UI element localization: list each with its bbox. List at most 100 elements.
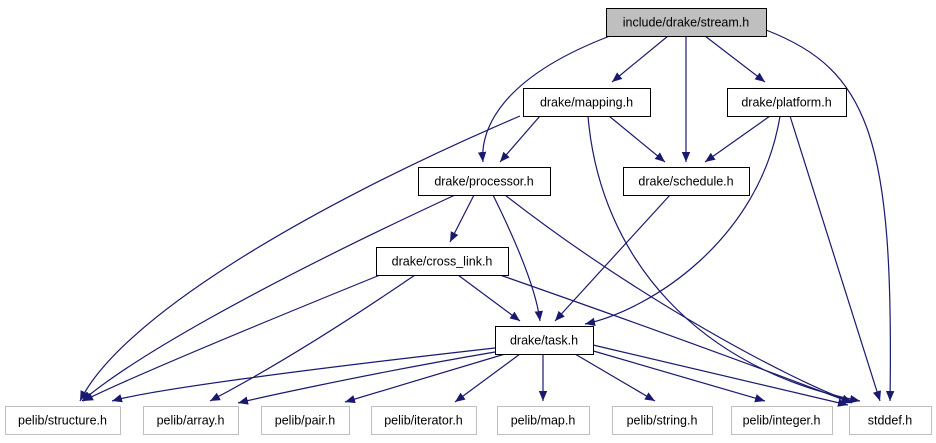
edge-line xyxy=(504,194,853,403)
edge-line xyxy=(499,274,853,404)
edge-line xyxy=(574,353,656,402)
node-label: include/drake/stream.h xyxy=(623,16,750,30)
node-label: pelib/iterator.h xyxy=(384,414,463,428)
node-label: drake/platform.h xyxy=(741,96,831,110)
edge-platform-to-schedule xyxy=(704,115,771,163)
edge-line xyxy=(589,349,766,403)
edge-line xyxy=(457,274,521,322)
node-array: pelib/array.h xyxy=(143,406,239,435)
edge-line xyxy=(499,115,541,163)
edge-stream-to-mapping xyxy=(611,35,669,83)
edge-task-to-pair xyxy=(344,353,506,404)
node-box xyxy=(606,8,767,37)
edge-line xyxy=(209,274,416,402)
node-label: stddef.h xyxy=(868,414,913,428)
nodes-layer: include/drake/stream.h drake/mapping.h dra… xyxy=(5,8,932,435)
edge-task-to-iterator xyxy=(454,353,521,403)
node-structure: pelib/structure.h xyxy=(5,406,121,435)
edge-platform-to-stddef xyxy=(789,115,881,402)
node-pair: pelib/pair.h xyxy=(261,406,350,435)
node-label: pelib/map.h xyxy=(511,414,576,428)
edge-line xyxy=(81,194,456,402)
edge-line xyxy=(82,274,381,402)
edge-stream-to-stddef xyxy=(765,29,895,402)
edge-task-to-array xyxy=(237,351,496,405)
node-label: pelib/array.h xyxy=(157,414,225,428)
node-box xyxy=(495,326,594,355)
node-label: drake/task.h xyxy=(510,334,578,348)
node-box xyxy=(371,406,477,435)
edge-line xyxy=(789,115,881,402)
edge-processor-to-stddef xyxy=(504,194,853,403)
edge-task-to-structure xyxy=(111,347,496,403)
edges-layer xyxy=(79,29,895,407)
node-box xyxy=(376,247,509,276)
node-schedule[interactable]: drake/schedule.h xyxy=(623,167,750,196)
node-string: pelib/string.h xyxy=(612,406,713,435)
node-label: pelib/structure.h xyxy=(18,414,107,428)
edge-line xyxy=(492,194,543,322)
node-map: pelib/map.h xyxy=(497,406,590,435)
edge-processor-to-cross_link xyxy=(449,194,475,243)
edge-mapping-to-processor xyxy=(499,115,541,163)
edge-cross_link-to-stddef xyxy=(499,274,853,404)
node-iterator: pelib/iterator.h xyxy=(371,406,477,435)
edge-processor-to-structure xyxy=(81,194,456,402)
edge-task-to-string xyxy=(574,353,656,402)
node-label: pelib/pair.h xyxy=(275,414,336,428)
edge-task-to-stddef xyxy=(592,344,849,407)
edge-cross_link-to-structure xyxy=(82,274,381,402)
node-label: drake/mapping.h xyxy=(540,96,633,110)
node-stddef: stddef.h xyxy=(849,406,932,435)
edge-line xyxy=(704,115,771,163)
node-box xyxy=(731,406,833,435)
edge-processor-to-task xyxy=(492,194,543,322)
node-label: pelib/integer.h xyxy=(743,414,821,428)
node-box xyxy=(497,406,590,435)
edge-line xyxy=(111,347,496,403)
edge-line xyxy=(765,29,895,402)
node-box xyxy=(143,406,239,435)
node-label: drake/cross_link.h xyxy=(392,255,493,269)
edge-line xyxy=(704,35,766,83)
edge-stream-to-platform xyxy=(704,35,766,83)
edge-line xyxy=(454,353,521,403)
node-platform[interactable]: drake/platform.h xyxy=(727,88,847,117)
node-mapping[interactable]: drake/mapping.h xyxy=(523,88,651,117)
node-stream: include/drake/stream.h xyxy=(606,8,767,37)
node-box xyxy=(5,406,121,435)
edge-line xyxy=(587,115,861,404)
edge-line xyxy=(344,353,506,404)
edge-line xyxy=(79,115,521,402)
edge-stream-to-processor xyxy=(477,35,611,163)
edge-cross_link-to-array xyxy=(209,274,416,402)
edge-line xyxy=(449,194,475,243)
edge-line xyxy=(608,115,666,163)
edge-mapping-to-structure xyxy=(79,115,521,402)
edge-line xyxy=(237,351,496,405)
edge-cross_link-to-task xyxy=(457,274,521,322)
node-cross-link[interactable]: drake/cross_link.h xyxy=(376,247,509,276)
edge-line xyxy=(592,344,849,407)
edge-task-to-integer xyxy=(589,349,766,403)
node-label: drake/processor.h xyxy=(434,175,533,189)
node-box xyxy=(523,88,651,117)
node-task[interactable]: drake/task.h xyxy=(495,326,594,355)
edge-line xyxy=(477,35,611,163)
node-box xyxy=(849,406,932,435)
edge-platform-to-task xyxy=(584,115,781,326)
node-box xyxy=(612,406,713,435)
node-box xyxy=(727,88,847,117)
node-label: drake/schedule.h xyxy=(638,175,733,189)
node-box xyxy=(261,406,350,435)
node-box xyxy=(418,167,551,196)
node-label: pelib/string.h xyxy=(627,414,698,428)
edge-mapping-to-schedule xyxy=(608,115,666,163)
edge-line xyxy=(611,35,669,83)
edge-mapping-to-stddef xyxy=(587,115,861,404)
edge-schedule-to-task xyxy=(554,194,671,322)
node-processor[interactable]: drake/processor.h xyxy=(418,167,551,196)
node-box xyxy=(623,167,750,196)
edge-line xyxy=(554,194,671,322)
